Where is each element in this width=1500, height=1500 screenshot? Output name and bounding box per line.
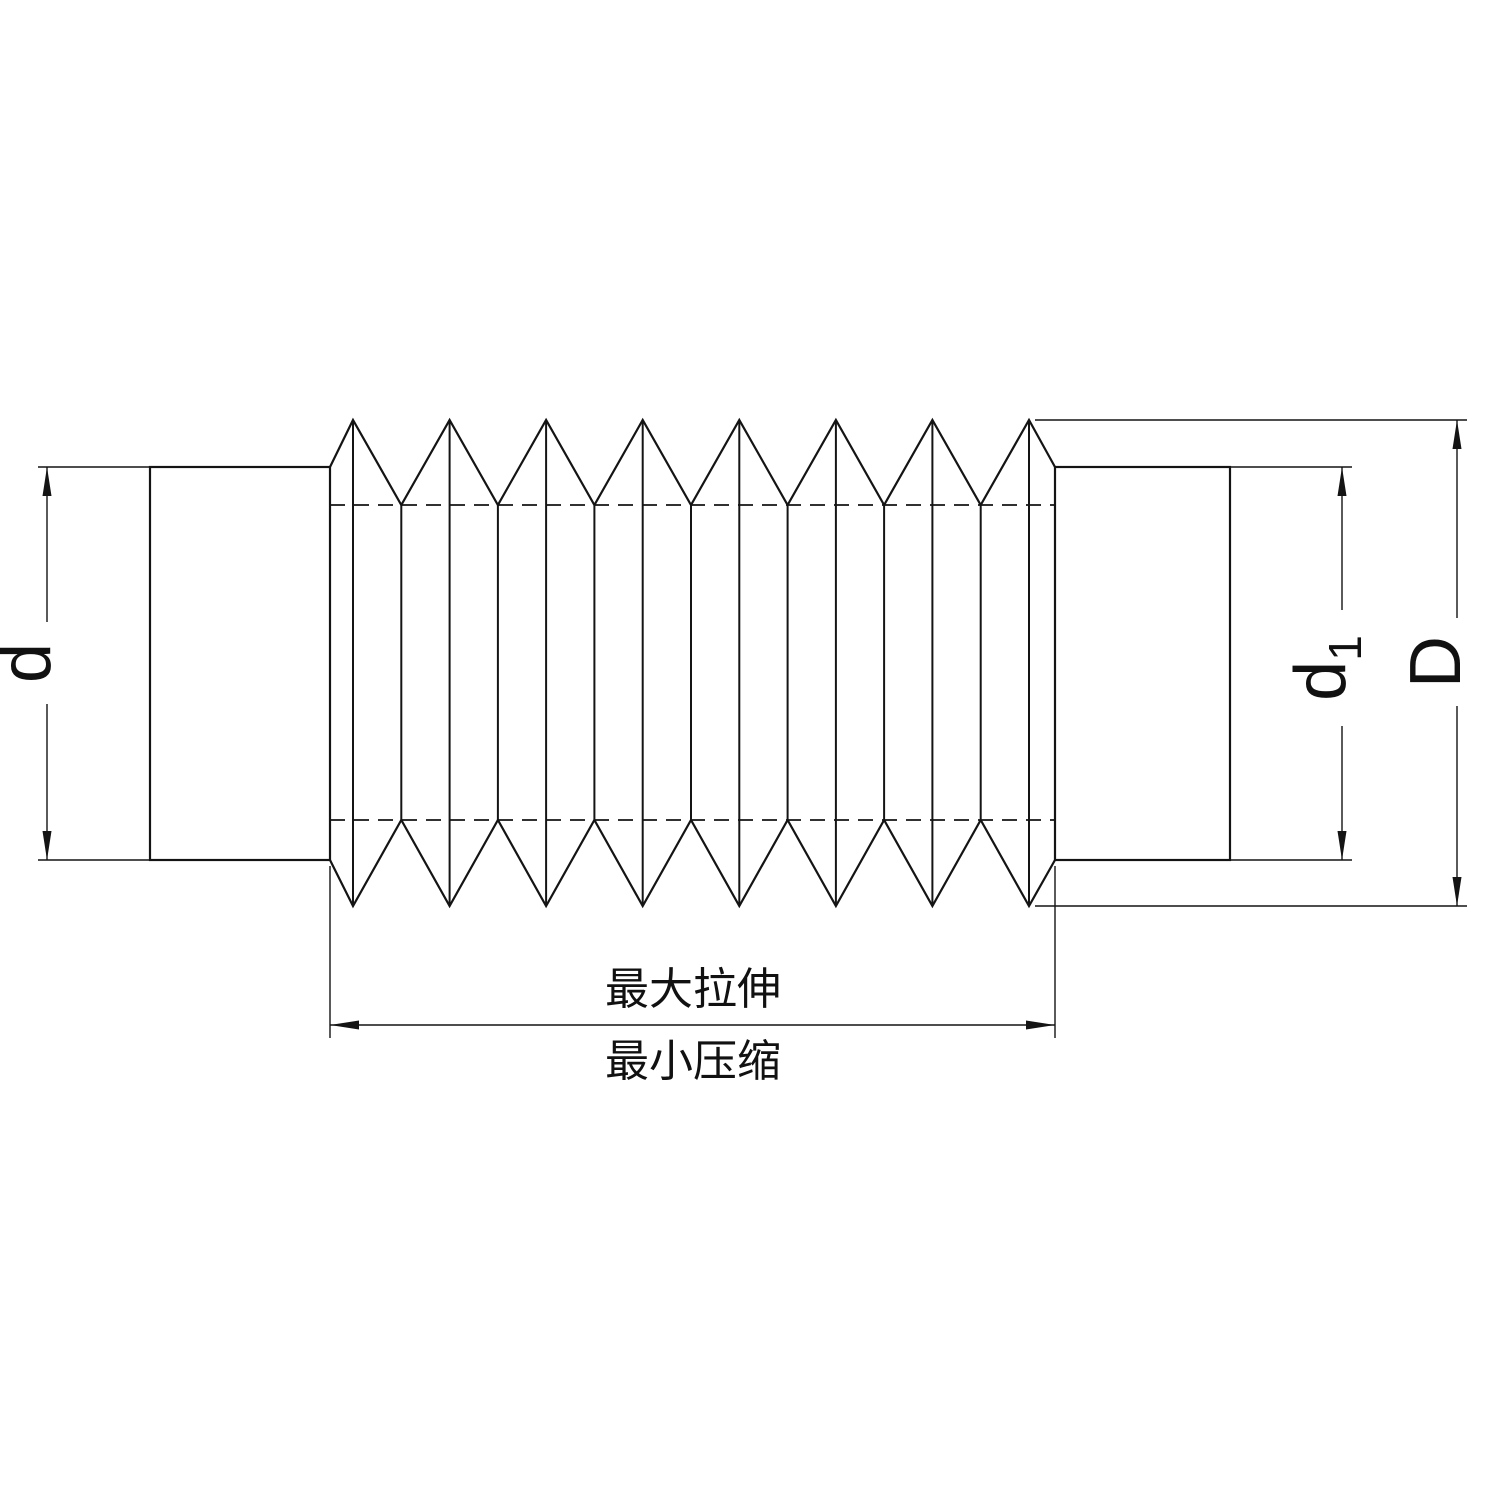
dim-label-d1: d1 (1281, 635, 1371, 701)
outer-fold-edge-lines (352, 420, 1030, 906)
arrowhead-down (1452, 877, 1462, 906)
inner-diameter-dashed-lines (330, 504, 1055, 821)
dimension-d: d (0, 466, 150, 861)
arrowhead-up (1337, 467, 1347, 496)
dim-label-max-stretch: 最大拉伸 (605, 965, 781, 1014)
left-collar (148, 465, 332, 862)
arrowhead-down (1337, 831, 1347, 860)
arrowhead-left (330, 1020, 359, 1030)
dim-label-D: D (1396, 636, 1476, 688)
inner-fold-edge-lines (400, 505, 982, 820)
dim-label-min-compression: 最小压缩 (605, 1037, 781, 1086)
arrowhead-right (1026, 1020, 1055, 1030)
arrowhead-up (1452, 420, 1462, 449)
right-collar (1053, 465, 1232, 862)
arrowhead-up (42, 467, 52, 496)
dimension-length: 最大拉伸 最小压缩 (329, 866, 1056, 1086)
part-outline (148, 417, 1232, 909)
bellows-top-fold (329, 417, 1056, 508)
arrowhead-down (42, 831, 52, 860)
dimension-D: D (1035, 419, 1476, 907)
bellows-bottom-fold (329, 817, 1056, 909)
dimension-d1: d1 (1230, 466, 1371, 861)
dim-label-d: d (0, 643, 66, 683)
